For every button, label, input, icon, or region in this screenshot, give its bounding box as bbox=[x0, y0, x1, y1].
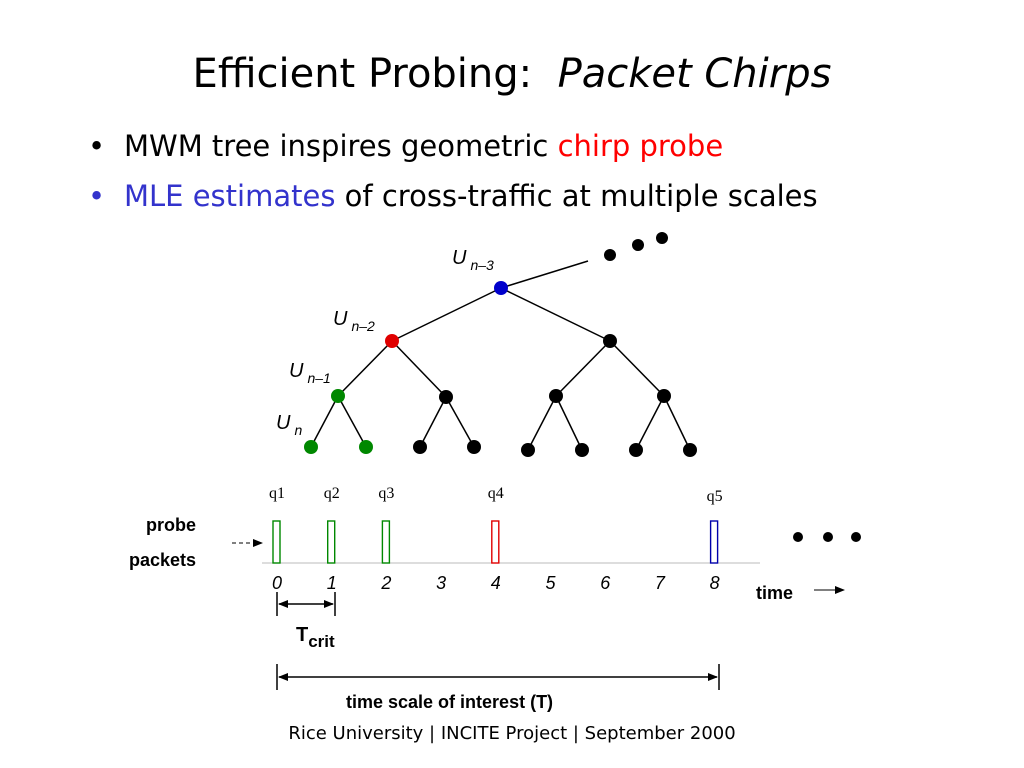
tick-label: 1 bbox=[327, 573, 337, 593]
footer: Rice University | INCITE Project | Septe… bbox=[288, 723, 736, 744]
tick-label: 4 bbox=[491, 573, 501, 593]
root-node bbox=[494, 281, 508, 295]
ellipsis-dot bbox=[656, 232, 668, 244]
packet-label-q4: q4 bbox=[488, 485, 504, 502]
svg-text:Un–1: Un–1 bbox=[289, 360, 331, 386]
tree-node bbox=[549, 389, 563, 403]
node-n2 bbox=[385, 334, 399, 348]
probe-packet-q5 bbox=[709, 520, 719, 564]
title-main: Efficient Probing: bbox=[192, 51, 533, 97]
node-n1 bbox=[331, 389, 345, 403]
leaf-node bbox=[413, 440, 427, 454]
svg-text:Un–2: Un–2 bbox=[333, 308, 375, 334]
tcrit-label: Tcrit bbox=[296, 624, 335, 651]
leaf-node-green bbox=[304, 440, 318, 454]
label-un2-base: U bbox=[333, 308, 348, 330]
label-un1-sub: n–1 bbox=[307, 370, 330, 386]
tree-node bbox=[439, 390, 453, 404]
leaf-node bbox=[467, 440, 481, 454]
tree-node bbox=[657, 389, 671, 403]
bullet-dot: • bbox=[88, 129, 106, 163]
bullet-2-text: of cross-traffic at multiple scales bbox=[335, 179, 818, 213]
tick-label: 0 bbox=[272, 573, 282, 593]
probe-packet-q1 bbox=[272, 520, 281, 564]
probe-packet-q4 bbox=[491, 520, 500, 564]
label-un-base: U bbox=[276, 412, 291, 434]
ellipsis-dot bbox=[793, 532, 803, 542]
slide-title: Efficient Probing: Packet Chirps bbox=[0, 50, 1024, 98]
packet-label-q1: q1 bbox=[269, 485, 285, 502]
ellipsis-dot bbox=[604, 249, 616, 261]
bullet-dot: • bbox=[88, 179, 106, 213]
probe-packets: q1 q2 q3 q4 q5 bbox=[269, 485, 723, 564]
tick-label: 7 bbox=[655, 573, 666, 593]
packet-label-q3: q3 bbox=[378, 485, 394, 502]
label-un3-sub: n–3 bbox=[470, 257, 494, 273]
probe-packets-label: probe packets bbox=[129, 515, 196, 570]
bullet-1: • MWM tree inspires geometric chirp probe bbox=[88, 128, 723, 164]
bullet-2: • MLE estimates of cross-traffic at multi… bbox=[88, 178, 818, 214]
label-un3-base: U bbox=[452, 247, 467, 269]
label-un2-sub: n–2 bbox=[351, 318, 375, 334]
bullet-1-highlight: chirp probe bbox=[557, 129, 724, 163]
tick-label: 3 bbox=[436, 573, 446, 593]
probe-packet-q2 bbox=[327, 520, 336, 564]
probe-label: probe bbox=[146, 515, 196, 535]
leaf-node bbox=[683, 443, 697, 457]
title-italic: Packet Chirps bbox=[557, 51, 832, 97]
svg-text:Un: Un bbox=[276, 412, 302, 438]
tcrit-base: T bbox=[296, 624, 308, 646]
packet-label-q5: q5 bbox=[707, 488, 723, 505]
probe-packet-q3 bbox=[381, 520, 391, 564]
label-un1-base: U bbox=[289, 360, 304, 382]
bullet-1-text: MWM tree inspires geometric bbox=[124, 129, 558, 163]
scale-label: time scale of interest (T) bbox=[346, 692, 553, 712]
time-label: time bbox=[756, 583, 793, 603]
ellipsis-dot bbox=[632, 239, 644, 251]
tick-label: 6 bbox=[600, 573, 611, 593]
tree-node bbox=[603, 334, 617, 348]
leaf-node bbox=[629, 443, 643, 457]
label-un-sub: n bbox=[294, 422, 302, 438]
ellipsis-dot bbox=[851, 532, 861, 542]
tree-edges bbox=[310, 260, 691, 451]
tick-label: 8 bbox=[710, 573, 720, 593]
svg-text:Un–3: Un–3 bbox=[452, 247, 494, 273]
packet-label-q2: q2 bbox=[324, 485, 340, 502]
time-ticks: 0 1 2 3 4 5 6 7 8 bbox=[272, 573, 720, 593]
leaf-node-green bbox=[359, 440, 373, 454]
tick-label: 5 bbox=[545, 573, 556, 593]
bullet-2-highlight: MLE estimates bbox=[124, 179, 336, 213]
leaf-node bbox=[521, 443, 535, 457]
leaf-node bbox=[575, 443, 589, 457]
tree-nodes bbox=[304, 232, 697, 457]
tcrit-sub: crit bbox=[308, 632, 335, 651]
packets-label: packets bbox=[129, 550, 196, 570]
ellipsis-dot bbox=[823, 532, 833, 542]
tick-label: 2 bbox=[380, 573, 391, 593]
